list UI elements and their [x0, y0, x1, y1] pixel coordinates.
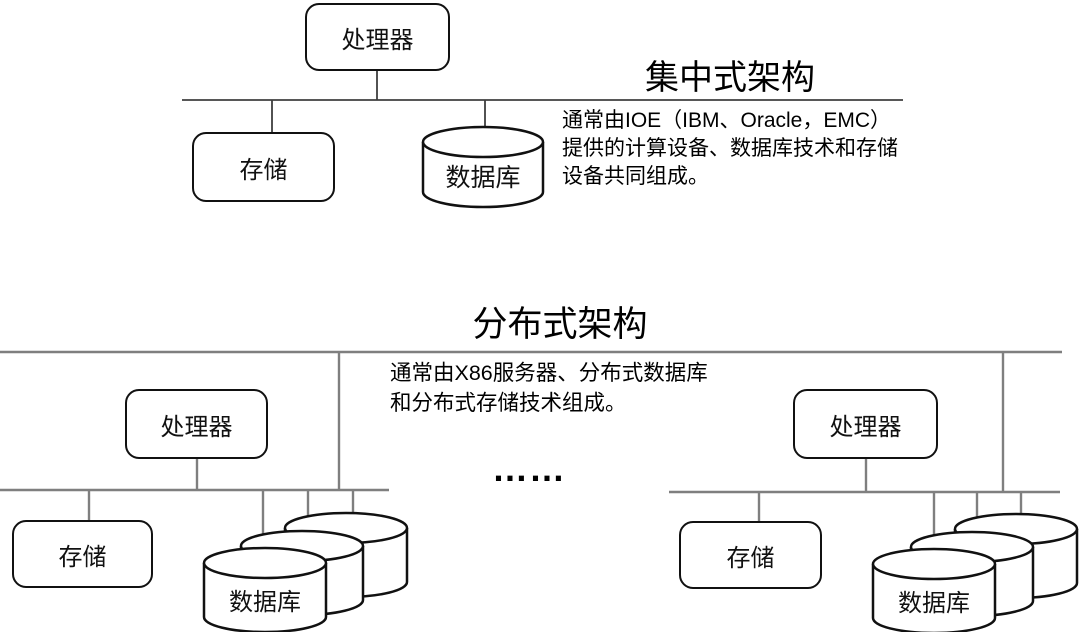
cluster-ellipsis: …… — [492, 448, 566, 489]
centralized-storage-label: 存储 — [239, 156, 288, 184]
cylinder-body — [421, 142, 545, 209]
centralized-database-cylinder — [421, 125, 545, 209]
centralized-description: 通常由IOE（IBM、Oracle，EMC） 提供的计算设备、数据库技术和存储 … — [562, 107, 898, 191]
centralized-processor-node: 处理器 — [305, 3, 450, 71]
distributed-section-title: 分布式架构 — [472, 305, 648, 344]
centralized-section-title: 集中式架构 — [645, 59, 815, 97]
cylinder-body-front — [871, 564, 997, 632]
left-processor-label: 处理器 — [160, 413, 233, 441]
centralized-storage-node: 存储 — [192, 132, 335, 202]
left-storage-node: 存储 — [12, 520, 153, 588]
centralized-connector-lines — [182, 71, 903, 133]
centralized-description-line-1: 通常由IOE（IBM、Oracle，EMC） — [562, 109, 892, 132]
centralized-description-line-3: 设备共同组成。 — [562, 165, 709, 188]
distributed-description: 通常由X86服务器、分布式数据库 和分布式存储技术组成。 — [390, 358, 708, 418]
distributed-description-line-2: 和分布式存储技术组成。 — [390, 391, 627, 415]
right-storage-label: 存储 — [726, 544, 775, 572]
right-database-label: 数据库 — [898, 590, 970, 617]
left-database-label: 数据库 — [229, 589, 301, 616]
right-processor-node: 处理器 — [793, 389, 938, 459]
centralized-description-line-2: 提供的计算设备、数据库技术和存储 — [562, 137, 898, 160]
cylinder-top-front — [871, 547, 997, 581]
left-database-cylinder-stack — [202, 511, 409, 632]
right-database-cylinder-stack — [871, 512, 1079, 632]
right-storage-node: 存储 — [679, 521, 822, 589]
left-storage-label: 存储 — [58, 543, 107, 571]
centralized-database-label: 数据库 — [445, 164, 521, 192]
centralized-processor-label: 处理器 — [341, 26, 414, 54]
left-processor-node: 处理器 — [125, 389, 268, 459]
cylinder-top — [421, 125, 545, 159]
right-processor-label: 处理器 — [829, 413, 902, 441]
cylinder-top-front — [202, 546, 328, 580]
cylinder-body-front — [202, 563, 328, 632]
distributed-description-line-1: 通常由X86服务器、分布式数据库 — [390, 361, 708, 385]
